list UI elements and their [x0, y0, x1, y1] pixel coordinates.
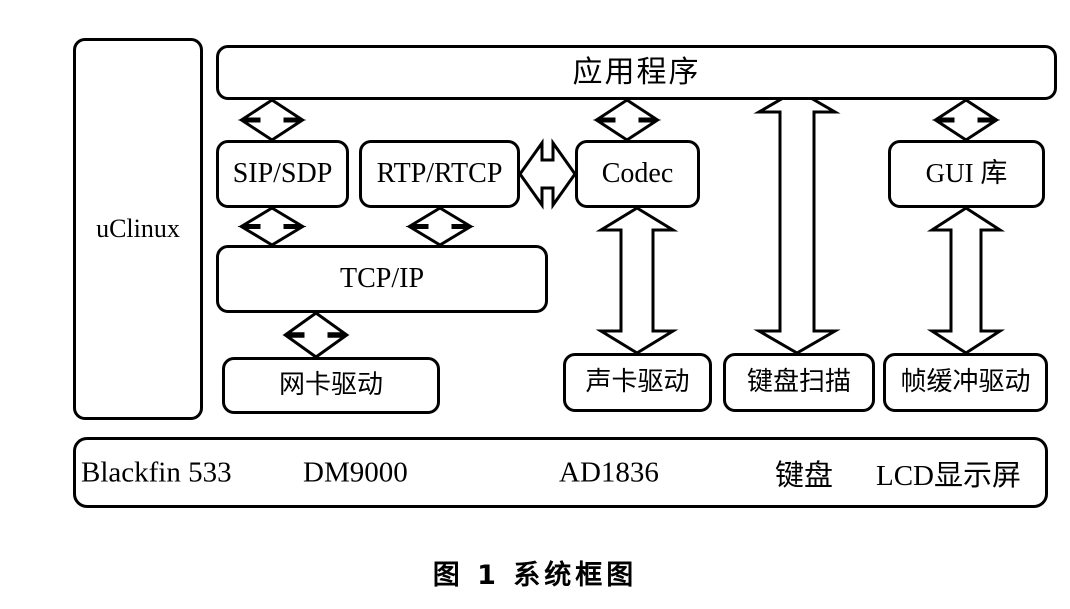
- hardware-item: AD1836: [559, 456, 659, 488]
- connector-codec-to-sound-driver: [595, 206, 679, 355]
- block-keyboard-scan[interactable]: 键盘扫描: [723, 353, 875, 412]
- block-tcp-ip-label: TCP/IP: [339, 262, 425, 294]
- block-codec[interactable]: Codec: [575, 140, 700, 208]
- block-rtp-rtcp[interactable]: RTP/RTCP: [359, 140, 520, 208]
- block-nic-driver-label: 网卡驱动: [278, 370, 383, 400]
- connector-app-to-sip-sdp: [237, 98, 307, 142]
- block-keyboard-scan-label: 键盘扫描: [746, 367, 851, 397]
- connector-app-to-keyboard-scan: [753, 88, 841, 355]
- block-uclinux[interactable]: uClinux: [73, 38, 203, 420]
- block-nic-driver[interactable]: 网卡驱动: [222, 357, 440, 414]
- block-uclinux-label: uClinux: [96, 213, 180, 243]
- connector-app-to-gui-lib: [931, 98, 1001, 142]
- block-gui-lib-label: GUI 库: [925, 158, 1008, 189]
- connector-app-to-codec: [592, 98, 662, 142]
- connector-rtp-rtcp-to-codec: [518, 138, 577, 210]
- block-sip-sdp[interactable]: SIP/SDP: [216, 140, 349, 208]
- block-rtp-rtcp-label: RTP/RTCP: [376, 157, 503, 189]
- block-gui-lib[interactable]: GUI 库: [888, 140, 1045, 208]
- hardware-item: LCD显示屏: [876, 459, 1022, 492]
- figure-caption: 图 1 系统框图: [432, 560, 638, 591]
- block-sound-card-driver[interactable]: 声卡驱动: [563, 353, 712, 412]
- block-sip-sdp-label: SIP/SDP: [232, 157, 333, 189]
- block-framebuffer-driver-label: 帧缓冲驱动: [900, 367, 1031, 397]
- connector-sip-sdp-to-tcp-ip: [237, 206, 307, 247]
- hardware-bar[interactable]: Blackfin 533 DM9000 AD1836 键盘 LCD显示屏: [73, 437, 1048, 508]
- hardware-item: 键盘: [775, 459, 834, 492]
- connector-gui-lib-to-framebuffer-driver: [926, 206, 1006, 355]
- block-tcp-ip[interactable]: TCP/IP: [216, 245, 548, 313]
- hardware-item: Blackfin 533: [81, 456, 232, 488]
- hardware-item: DM9000: [303, 456, 408, 488]
- block-application-label: 应用程序: [572, 56, 701, 89]
- block-application[interactable]: 应用程序: [216, 45, 1057, 100]
- connector-tcp-ip-to-nic-driver: [282, 311, 350, 359]
- block-codec-label: Codec: [601, 157, 674, 189]
- block-sound-card-driver-label: 声卡驱动: [585, 367, 690, 397]
- block-framebuffer-driver[interactable]: 帧缓冲驱动: [883, 353, 1048, 412]
- connector-rtp-rtcp-to-tcp-ip: [405, 206, 475, 247]
